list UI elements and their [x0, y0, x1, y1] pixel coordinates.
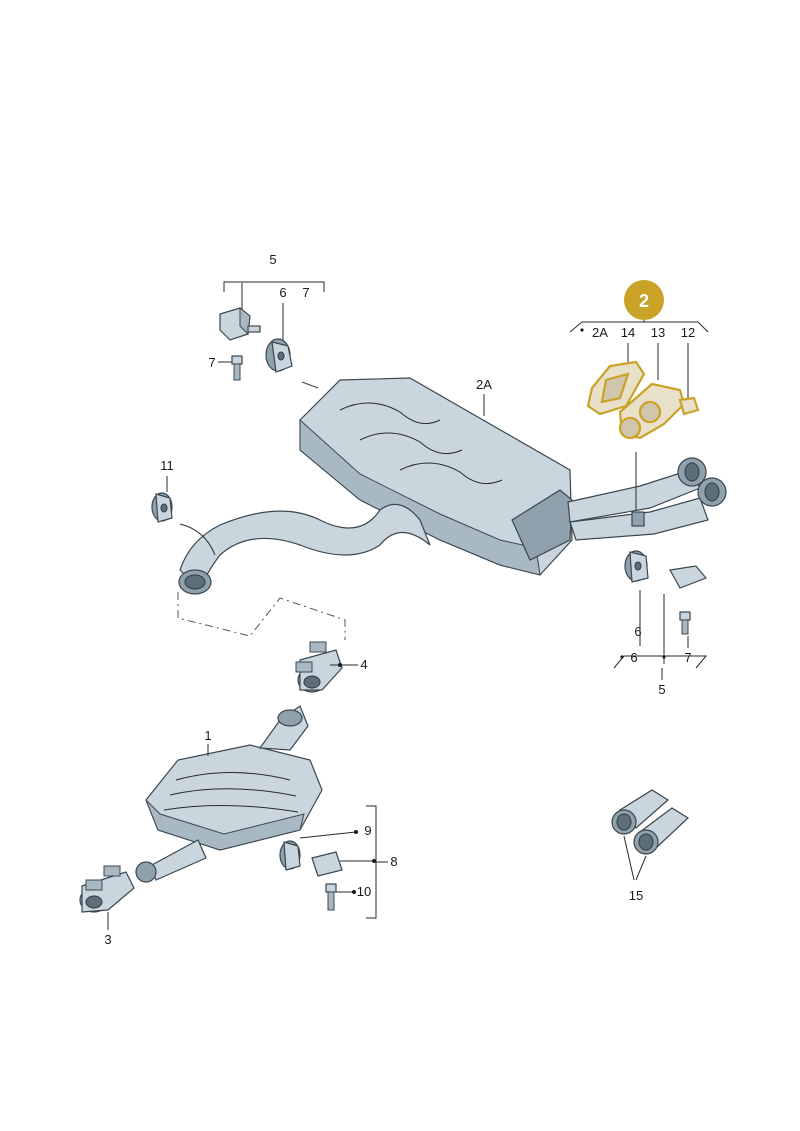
callout-2A-group: 2A: [592, 325, 608, 340]
clamp-4: 4: [295, 641, 368, 693]
callout-7-top: 7: [302, 285, 309, 300]
callout-13: 13: [651, 325, 665, 340]
callout-10: 10: [357, 884, 371, 899]
callout-8: 8: [390, 854, 397, 869]
badge-2: [624, 280, 664, 320]
callout-12: 12: [681, 325, 695, 340]
callout-7-right: 7: [684, 650, 691, 665]
callout-9: 9: [364, 823, 371, 838]
front-muffler: 1: [135, 705, 323, 883]
rubber-mount-top: [265, 338, 293, 373]
top-hanger-group: 5 6 7 7: [208, 252, 325, 381]
callout-2A-muffler: 2A: [476, 377, 492, 392]
hanger-11: 11: [151, 458, 174, 523]
callout-6-right: 6: [630, 650, 637, 665]
callout-6-top: 6: [279, 285, 286, 300]
callout-11: 11: [160, 458, 174, 473]
clamp-3: 3: [79, 865, 135, 947]
callout-1: 1: [204, 728, 211, 743]
connecting-pipe: [178, 503, 431, 595]
front-hanger-group: 8 9 10: [279, 805, 398, 919]
hanger-bracket-top: [219, 306, 261, 341]
callout-3: 3: [104, 932, 111, 947]
connection-dashed-line: [177, 592, 346, 640]
callout-15: 15: [629, 888, 643, 903]
badge-2-label: 2: [639, 291, 649, 311]
callout-7-left: 7: [208, 355, 215, 370]
callout-5-right: 5: [658, 682, 665, 697]
callout-6-right-upper: 6: [634, 624, 641, 639]
callout-5-top: 5: [269, 252, 276, 267]
rear-muffler: 2A: [299, 377, 727, 576]
highlighted-assembly-2: 2 2A 14 13 12: [569, 280, 709, 510]
tailpipe-tips-15: 15: [611, 789, 689, 903]
callout-14: 14: [621, 325, 635, 340]
bolt-top: [231, 355, 243, 381]
callout-4: 4: [360, 657, 367, 672]
right-hanger-group: 6 6 7 5: [613, 550, 708, 697]
